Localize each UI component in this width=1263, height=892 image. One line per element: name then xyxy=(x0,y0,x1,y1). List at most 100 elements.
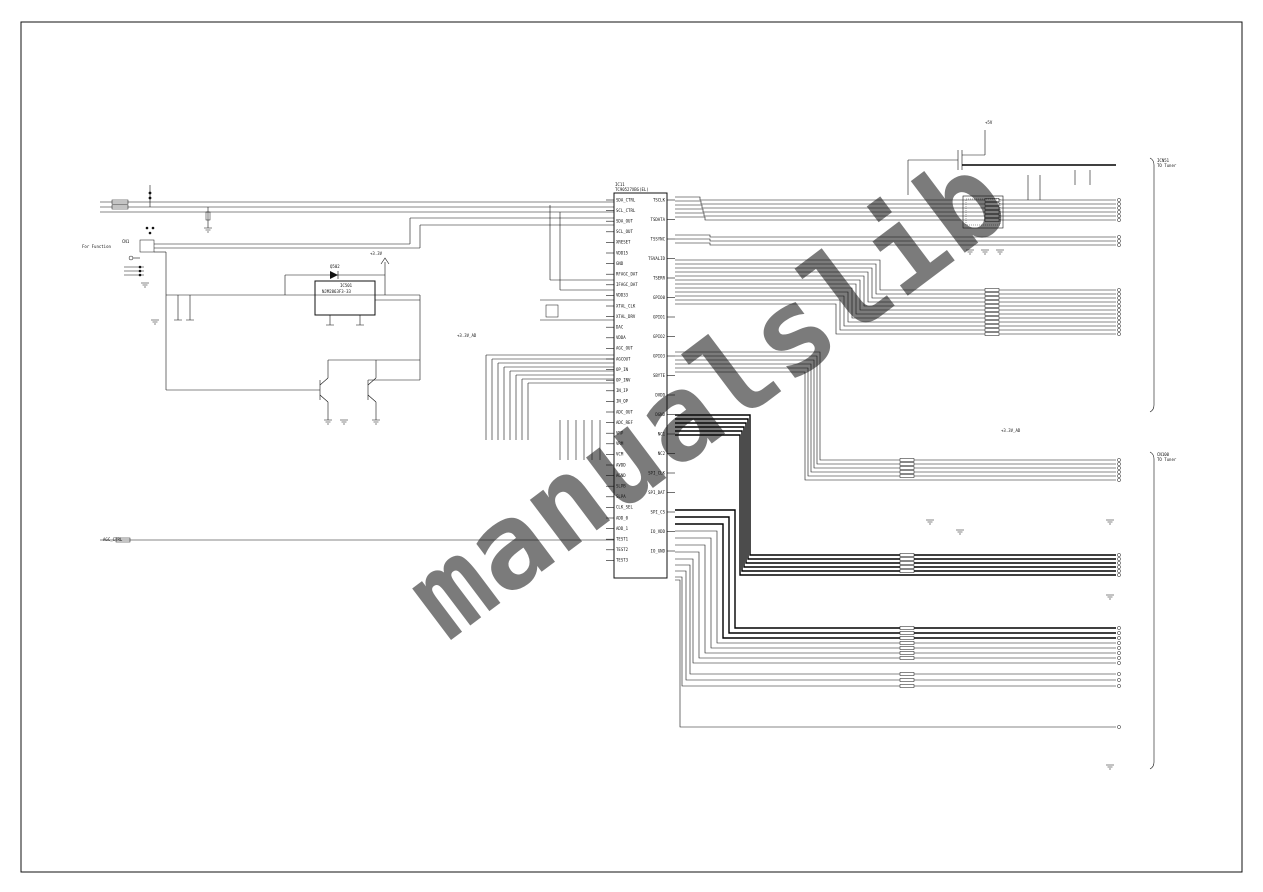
ic-left-pin-label: IN_IP xyxy=(616,388,629,393)
bus-resistor xyxy=(984,206,1000,210)
connector-pin xyxy=(1117,656,1121,660)
ic-left-pin-label: XTAL_DRV xyxy=(616,314,636,319)
top-right-section xyxy=(907,130,1116,229)
connector-pin xyxy=(1117,641,1121,645)
ic-left-pin-label: VDD33 xyxy=(616,293,629,298)
net-label-vad: +3.3V_AD xyxy=(457,333,477,338)
connector-pin xyxy=(1117,462,1121,466)
bus-trace xyxy=(675,579,1116,728)
ic-left-pin-label: AGCOUT xyxy=(616,356,631,361)
bus-trace xyxy=(675,238,1116,242)
connector-pin xyxy=(1117,646,1121,650)
ic-right-pins: TSCLKTSDATATSSYNCTSVALIDTSERRGPIO0GPIO1G… xyxy=(648,197,675,553)
ic-left-pin-label: SCL_CTRL xyxy=(616,208,636,213)
ic-left-pin-label: TEST1 xyxy=(616,537,629,542)
ic-left-pin-label: ADC_OUT xyxy=(616,409,633,414)
bus-resistor xyxy=(984,300,1000,304)
left-signal-label: AGC_CTRL xyxy=(103,537,123,542)
ic-left-pin-label: XTAL_CLK xyxy=(616,303,636,308)
main-ic-ref: IC11 xyxy=(615,182,625,187)
ic-right-pin-label: SPI_DAT xyxy=(648,490,665,495)
ic-left-pin-label: GND xyxy=(616,261,624,266)
regulator-part: NJM2863F3-33 xyxy=(322,289,351,294)
ic-left-pin-label: SLPA xyxy=(616,494,626,499)
connector-pin xyxy=(1117,661,1121,665)
bus-resistor xyxy=(899,626,915,630)
ic-left-pin-label: CLK_SEL xyxy=(616,505,633,510)
bus-trace xyxy=(675,196,1116,201)
connector-pin xyxy=(1117,288,1121,292)
ic-right-pin-label: DVDD xyxy=(655,392,665,397)
sheet-frame xyxy=(20,21,1243,873)
connector-pin xyxy=(1117,636,1121,640)
ground-symbol xyxy=(1106,519,1114,525)
ic-right-pin-label: DGND xyxy=(655,412,665,417)
connector-pin xyxy=(1117,565,1121,569)
ic-left-pin-label: AGC_OUT xyxy=(616,346,633,351)
ic-left-pin-label: SDA_CTRL xyxy=(616,197,636,202)
connector-pin xyxy=(1117,292,1121,296)
bus-resistor xyxy=(899,557,915,561)
bus-resistor xyxy=(984,312,1000,316)
left-inputs xyxy=(100,185,614,543)
regulator-block: IC501 NJM2863F3-33 Q502 xyxy=(151,257,420,326)
bus-resistor xyxy=(899,641,915,645)
connector-pin xyxy=(1117,725,1121,729)
bus-resistor xyxy=(984,198,1000,202)
connector-pin xyxy=(1117,328,1121,332)
ic-left-pin-label: DAC xyxy=(616,325,624,330)
bus-trace xyxy=(675,367,1116,477)
ic-right-pin-label: TSDATA xyxy=(651,217,666,222)
ic-left-pin-label: TEST3 xyxy=(616,558,629,563)
ic-left-pin-label: RFAGC_DAT xyxy=(616,272,638,277)
bus-resistor xyxy=(899,569,915,573)
ic-left-pin-label: VRM xyxy=(616,441,624,446)
ic-left-pin-label: AVDD xyxy=(616,462,626,467)
ic-left-pin-label: AGND xyxy=(616,473,626,478)
connector-pin xyxy=(1117,684,1121,688)
bus-resistor xyxy=(899,466,915,470)
ic-right-pin-label: SPI_CLK xyxy=(648,470,665,475)
connector-pin xyxy=(1117,470,1121,474)
bus-resistor xyxy=(899,656,915,660)
bus-resistor xyxy=(984,304,1000,308)
connector-pin xyxy=(1117,218,1121,222)
ic-left-pin-label: VRP xyxy=(616,431,624,436)
bus-resistor xyxy=(899,470,915,474)
bus-trace-bold xyxy=(675,422,1116,564)
bus-trace xyxy=(675,291,1116,323)
ic-left-pin-label: SCL_OUT xyxy=(616,229,633,234)
bus-resistor xyxy=(984,218,1000,222)
bus-resistor xyxy=(899,636,915,640)
connector-pin xyxy=(1117,561,1121,565)
connector-pin xyxy=(1117,308,1121,312)
ic-left-pin-label: TEST2 xyxy=(616,547,629,552)
connector-bracket-top xyxy=(1149,157,1155,413)
left-bus-pins xyxy=(124,265,144,277)
bus-resistor xyxy=(899,474,915,478)
bus-trace xyxy=(675,299,1116,331)
bus-trace-bold xyxy=(675,426,1116,568)
connector-pin xyxy=(1117,573,1121,577)
ic-right-pin-label: TSVALID xyxy=(648,256,665,261)
bus-trace xyxy=(675,208,1116,213)
connector-pin xyxy=(1117,316,1121,320)
ground-symbol xyxy=(956,529,964,535)
connector-pin xyxy=(1117,198,1121,202)
main-ic: IC11 TC90527XBG(EL) SDA_CTRLSCL_CTRLSDA_… xyxy=(606,182,675,579)
connector-pin xyxy=(1117,214,1121,218)
connector-bottom-ref: CN100 xyxy=(1157,452,1170,457)
bus-trace xyxy=(675,570,1116,681)
connector-pin xyxy=(1117,557,1121,561)
ic-right-pin-label: SPI_CS xyxy=(651,509,666,514)
ic-right-pin-label: TSSYNC xyxy=(651,236,666,241)
bus-resistor xyxy=(899,684,915,688)
ic-left-pins: SDA_CTRLSCL_CTRLSDA_OUTSCL_OUTXRESETVDD1… xyxy=(606,197,638,563)
ground-symbol xyxy=(926,519,934,525)
connector-pin xyxy=(1117,324,1121,328)
connector-pin xyxy=(1117,478,1121,482)
regulator-ref: IC501 xyxy=(340,283,353,288)
ic-left-pin-label: VCM xyxy=(616,452,624,457)
bus-resistor xyxy=(899,672,915,676)
